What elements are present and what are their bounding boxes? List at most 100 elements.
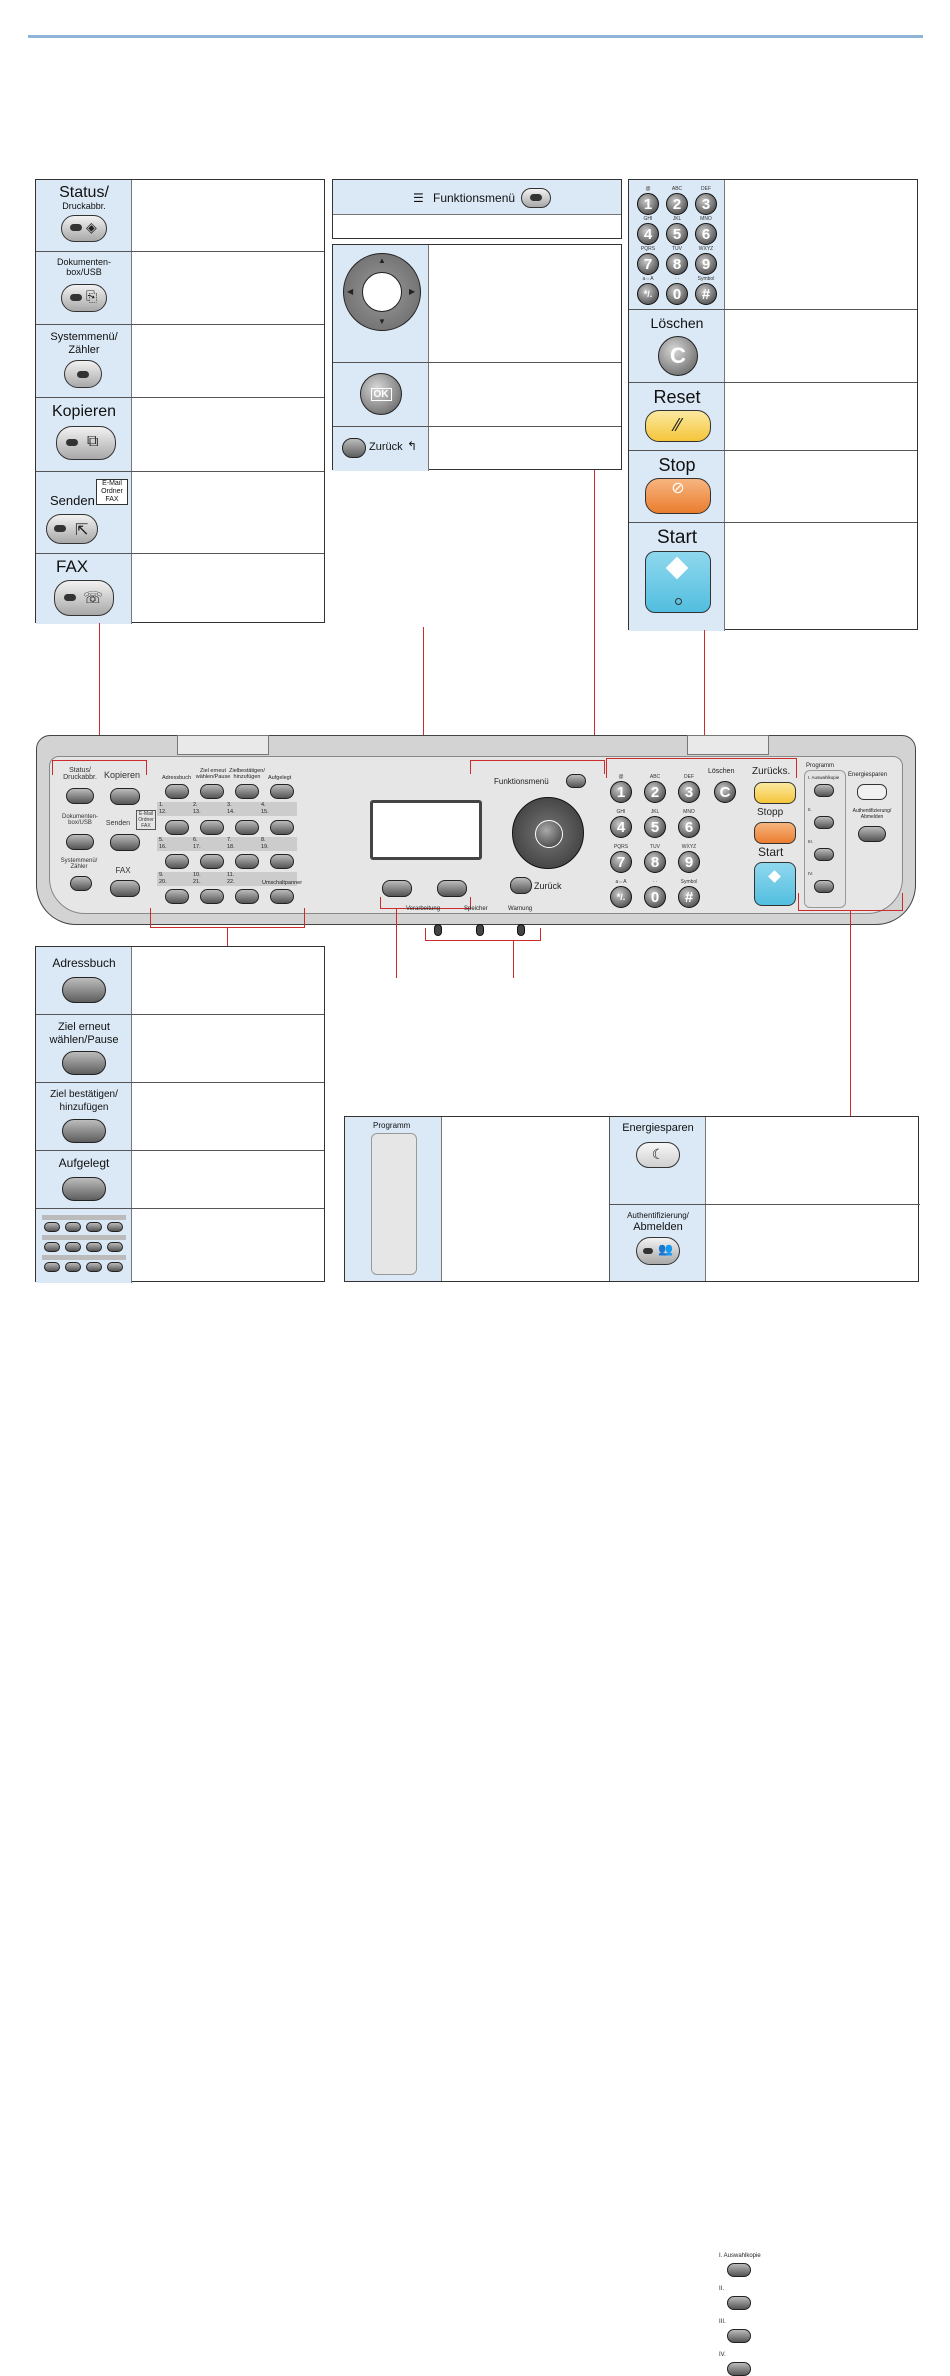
one-touch-key[interactable] [165,889,189,904]
menu-label: Funktionsmenü [433,191,516,205]
panel-numeric-key[interactable]: 4 [610,816,632,838]
reset-button[interactable]: ⁄⁄ [645,410,711,442]
send-button[interactable]: ⇱ [46,514,98,544]
numeric-key[interactable]: */. [637,283,659,305]
one-touch-key[interactable] [235,889,259,904]
panel-back-button[interactable] [510,877,532,894]
arrow-keys[interactable]: ▲ ▼ ◀ ▶ [343,253,421,331]
panel-system-button[interactable] [70,876,92,891]
fax-button[interactable]: ☏ [54,580,114,616]
one-touch-key[interactable] [270,820,294,835]
panel-numeric-key[interactable]: 3 [678,781,700,803]
panel-addr-label: Adressbuch [162,775,192,781]
panel-reset-button[interactable] [754,782,796,804]
one-touch-key[interactable] [235,854,259,869]
program-key[interactable] [727,2296,751,2310]
center-key[interactable] [362,272,402,312]
panel-numeric-key[interactable]: 7 [610,851,632,873]
panel-numeric-key[interactable]: 6 [678,816,700,838]
menu-button[interactable] [521,188,551,208]
bracket-led-bottom [425,940,541,941]
panel-program-key[interactable] [814,816,834,829]
numeric-key[interactable]: 1 [637,193,659,215]
one-touch-keys-thumbnail [40,1215,128,1275]
numeric-key[interactable]: 4 [637,223,659,245]
panel-status-button[interactable] [66,788,94,804]
panel-program-key[interactable] [814,880,834,893]
panel-ok-key[interactable] [535,820,563,848]
panel-numeric-key[interactable]: 9 [678,851,700,873]
numeric-key[interactable]: # [695,283,717,305]
numeric-key[interactable]: 7 [637,253,659,275]
auth-button[interactable]: 👥 [636,1237,680,1265]
ok-button[interactable]: OK [360,373,402,415]
clear-button[interactable]: C [658,336,698,376]
start-button[interactable] [645,551,711,613]
panel-numeric-key[interactable]: # [678,886,700,908]
program-key[interactable] [727,2362,751,2376]
docbox-button[interactable]: ⎘ [61,284,107,312]
panel-start-button[interactable] [754,862,796,906]
system-label: Systemmenü/ Zähler [50,331,118,356]
one-touch-label: 20. [159,879,167,885]
numeric-key[interactable]: 9 [695,253,717,275]
panel-fax-button[interactable] [110,880,140,897]
one-touch-key[interactable] [200,889,224,904]
numeric-key[interactable]: 5 [666,223,688,245]
numeric-key[interactable]: 8 [666,253,688,275]
bracket-onetouch-r [304,908,305,928]
bracket-onetouch-l [150,908,151,928]
docbox-label: Dokumenten-box/USB [56,257,112,277]
panel-addr-button[interactable] [165,784,189,799]
numeric-key[interactable]: 6 [695,223,717,245]
onhook-button[interactable] [62,1177,106,1201]
numeric-key[interactable]: 2 [666,193,688,215]
one-touch-key[interactable] [270,889,294,904]
panel-arrow-keys[interactable] [512,797,584,869]
panel-numeric-key[interactable]: 0 [644,886,666,908]
back-button[interactable] [342,438,366,458]
soft-key-left[interactable] [382,880,412,897]
panel-redial-button[interactable] [200,784,224,799]
addr-row: Adressbuch [36,947,324,1015]
panel-clear-button[interactable]: C [714,781,736,803]
panel-numeric-key[interactable]: 2 [644,781,666,803]
one-touch-key[interactable] [200,854,224,869]
program-key[interactable] [727,2263,751,2277]
confirm-button[interactable] [62,1119,106,1143]
numeric-key[interactable]: 0 [666,283,688,305]
panel-docbox-button[interactable] [66,834,94,850]
status-button[interactable]: ◈ [61,215,107,242]
copy-button[interactable]: ⧉ [56,426,116,460]
panel-send-button[interactable] [110,834,140,851]
one-touch-key[interactable] [270,854,294,869]
soft-key-right[interactable] [437,880,467,897]
panel-menu-button[interactable] [566,774,586,788]
panel-auth-button[interactable] [858,826,886,842]
one-touch-key[interactable] [235,820,259,835]
panel-numeric-key[interactable]: */. [610,886,632,908]
back-label: Zurück [369,441,403,453]
one-touch-key[interactable] [200,820,224,835]
panel-energy-button[interactable] [857,784,887,800]
addr-button[interactable] [62,977,106,1003]
redial-button[interactable] [62,1051,106,1075]
panel-stop-button[interactable] [754,822,796,844]
one-touch-key[interactable] [165,820,189,835]
one-touch-key[interactable] [165,854,189,869]
one-touch-label: 19. [261,844,269,850]
panel-copy-button[interactable] [110,788,140,805]
stop-button[interactable]: ⊘ [645,478,711,514]
panel-numeric-key[interactable]: 8 [644,851,666,873]
send-badge: E-Mail Ordner FAX [96,479,128,505]
panel-numeric-key[interactable]: 5 [644,816,666,838]
program-key[interactable] [727,2329,751,2343]
system-menu-button[interactable] [64,360,102,388]
panel-numeric-key[interactable]: 1 [610,781,632,803]
panel-onhook-button[interactable] [270,784,294,799]
energy-button[interactable]: ☾ [636,1142,680,1168]
panel-program-key[interactable] [814,784,834,797]
numeric-key[interactable]: 3 [695,193,717,215]
panel-program-key[interactable] [814,848,834,861]
panel-confirm-button[interactable] [235,784,259,799]
